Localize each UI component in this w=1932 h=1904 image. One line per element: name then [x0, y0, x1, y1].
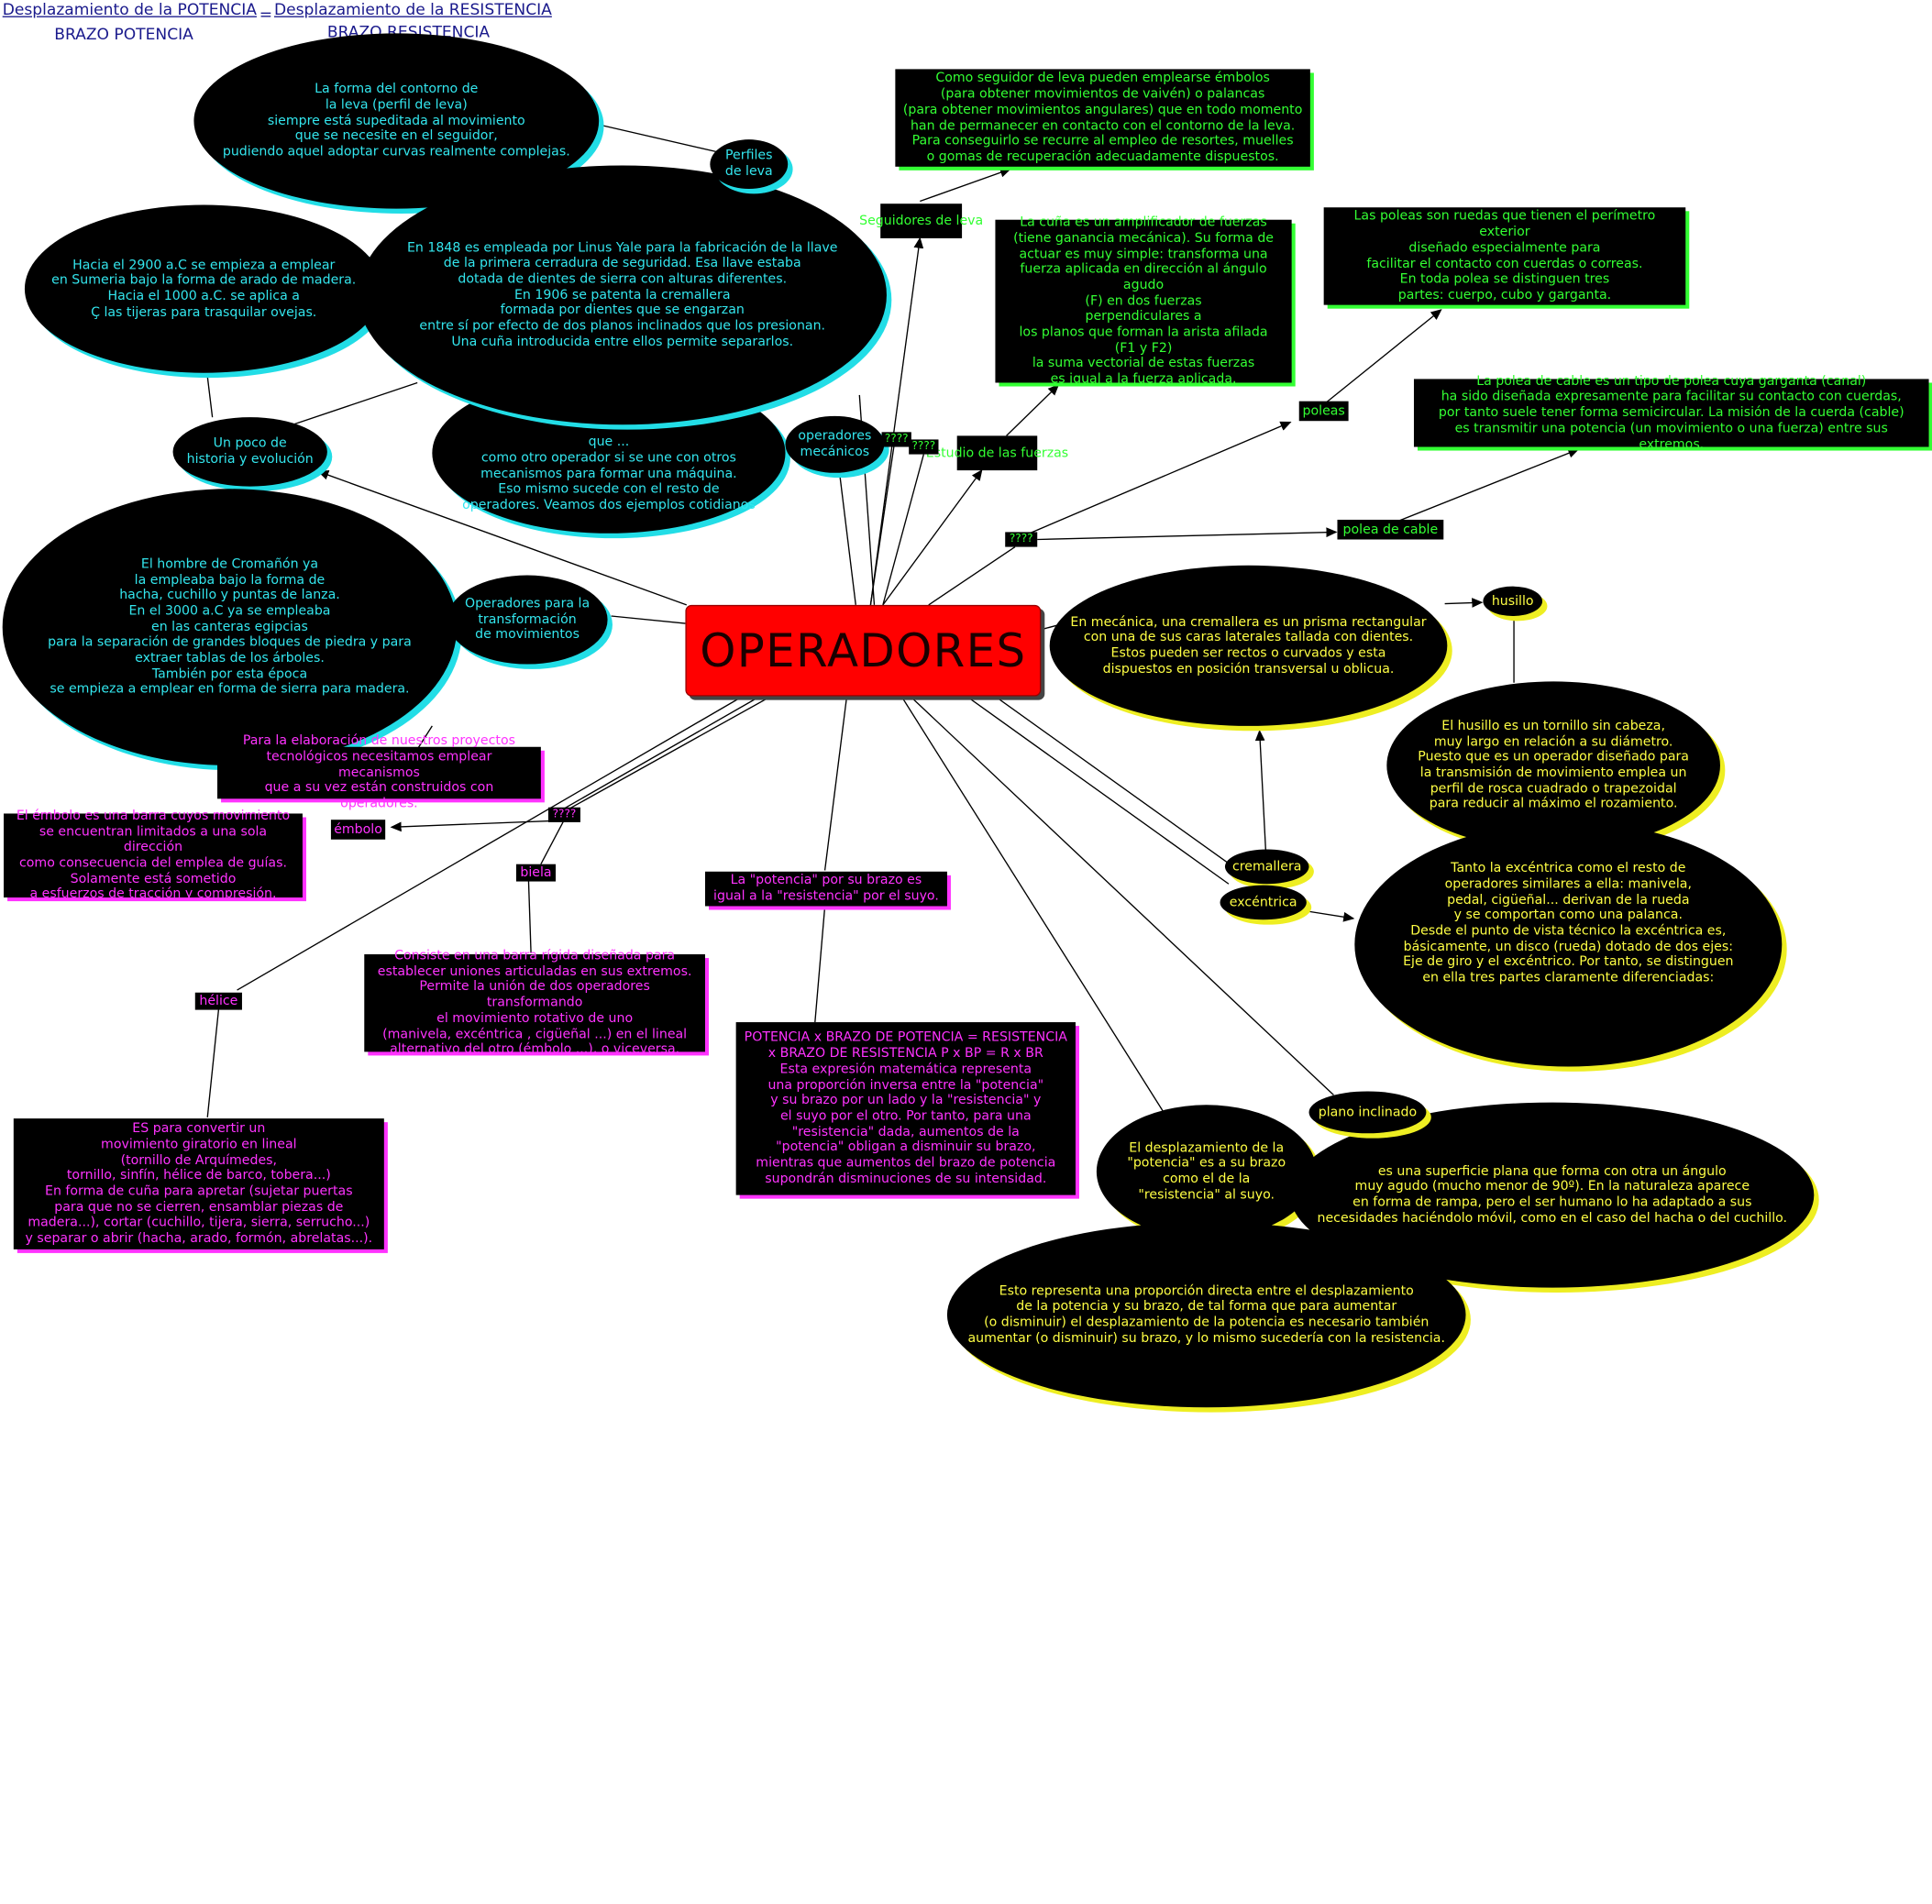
operadores-central-node[interactable]: OPERADORES: [685, 604, 1042, 697]
yale-key-note: En 1848 es empleada por Linus Yale para …: [358, 165, 887, 425]
connecting-rod-note: Consiste en una barra rígida diseñada pa…: [364, 948, 705, 1057]
displacement-note: El desplazamiento de la "potencia" es a …: [1096, 1105, 1317, 1238]
connector-lines: [206, 124, 1580, 1117]
propeller-note: ES para convertir un movimiento giratori…: [13, 1118, 384, 1249]
piston-node[interactable]: émbolo: [330, 820, 386, 840]
history-evolution-node[interactable]: Un poco de historia y evolución: [172, 417, 327, 487]
projects-note: Para la elaboración de nuestros proyecto…: [217, 733, 541, 811]
rack-note: En mecánica, una cremallera es un prisma…: [1049, 565, 1448, 726]
wedge-note: La cuña es un amplificador de fuerzas (t…: [995, 215, 1292, 387]
cable-pulley-node[interactable]: polea de cable: [1337, 519, 1444, 540]
motion-transformation-node[interactable]: Operadores para la transformación de mov…: [447, 575, 608, 665]
spindle-node[interactable]: husillo: [1483, 586, 1543, 617]
lever-law-node[interactable]: La "potencia" por su brazo es igual a la…: [704, 871, 947, 907]
pulleys-node[interactable]: poleas: [1298, 401, 1349, 422]
eccentric-node[interactable]: excéntrica: [1220, 885, 1307, 920]
mechanical-operators-node[interactable]: operadores mecánicos: [785, 415, 885, 473]
lever-law-formula: Desplazamiento de la POTENCIA = Desplaza…: [0, 0, 568, 44]
unknown-link-c[interactable]: ????: [1005, 532, 1038, 547]
cam-profiles-node[interactable]: Perfiles de leva: [710, 139, 789, 190]
proportion-note: Esto representa una proporción directa e…: [946, 1222, 1466, 1408]
force-study-node[interactable]: Estudio de las fuerzas: [926, 435, 1068, 471]
unknown-link-d[interactable]: ????: [547, 807, 580, 822]
unknown-link-b[interactable]: ????: [909, 439, 939, 455]
eccentric-note: Tanto la excéntrica como el resto de ope…: [1354, 821, 1783, 1067]
spindle-note: El husillo es un tornillo sin cabeza, mu…: [1386, 681, 1720, 850]
lever-formula-note: POTENCIA x BRAZO DE POTENCIA = RESISTENC…: [735, 1022, 1076, 1195]
formula-numerator-left: Desplazamiento de la POTENCIA: [2, 0, 257, 19]
propeller-node[interactable]: hélice: [194, 992, 242, 1010]
cromanon-note: El hombre de Cromañón ya la empleaba baj…: [2, 489, 458, 765]
inclined-plane-node[interactable]: plano inclinado: [1308, 1091, 1427, 1134]
formula-denominator-left: BRAZO POTENCIA: [54, 24, 193, 44]
formula-numerator-right: Desplazamiento de la RESISTENCIA: [273, 0, 552, 19]
rack-node[interactable]: cremallera: [1224, 849, 1309, 885]
cam-follower-note: Como seguidor de leva pueden emplearse é…: [895, 69, 1310, 167]
pulleys-note: Las poleas son ruedas que tienen el perí…: [1323, 207, 1686, 305]
cable-pulley-note: La polea de cable es un tipo de polea cu…: [1413, 374, 1929, 451]
cam-followers-node[interactable]: Seguidores de leva: [859, 204, 983, 238]
cam-profile-note: La forma del contorno de la leva (perfil…: [193, 33, 600, 209]
unknown-link-a[interactable]: ????: [881, 432, 911, 447]
formula-equals: =: [259, 5, 273, 24]
history-note: Hacia el 2900 a.C se empieza a emplear e…: [24, 204, 383, 373]
connecting-rod-node[interactable]: biela: [515, 864, 557, 882]
piston-note: El émbolo es una barra cuyos movimiento …: [4, 809, 303, 902]
